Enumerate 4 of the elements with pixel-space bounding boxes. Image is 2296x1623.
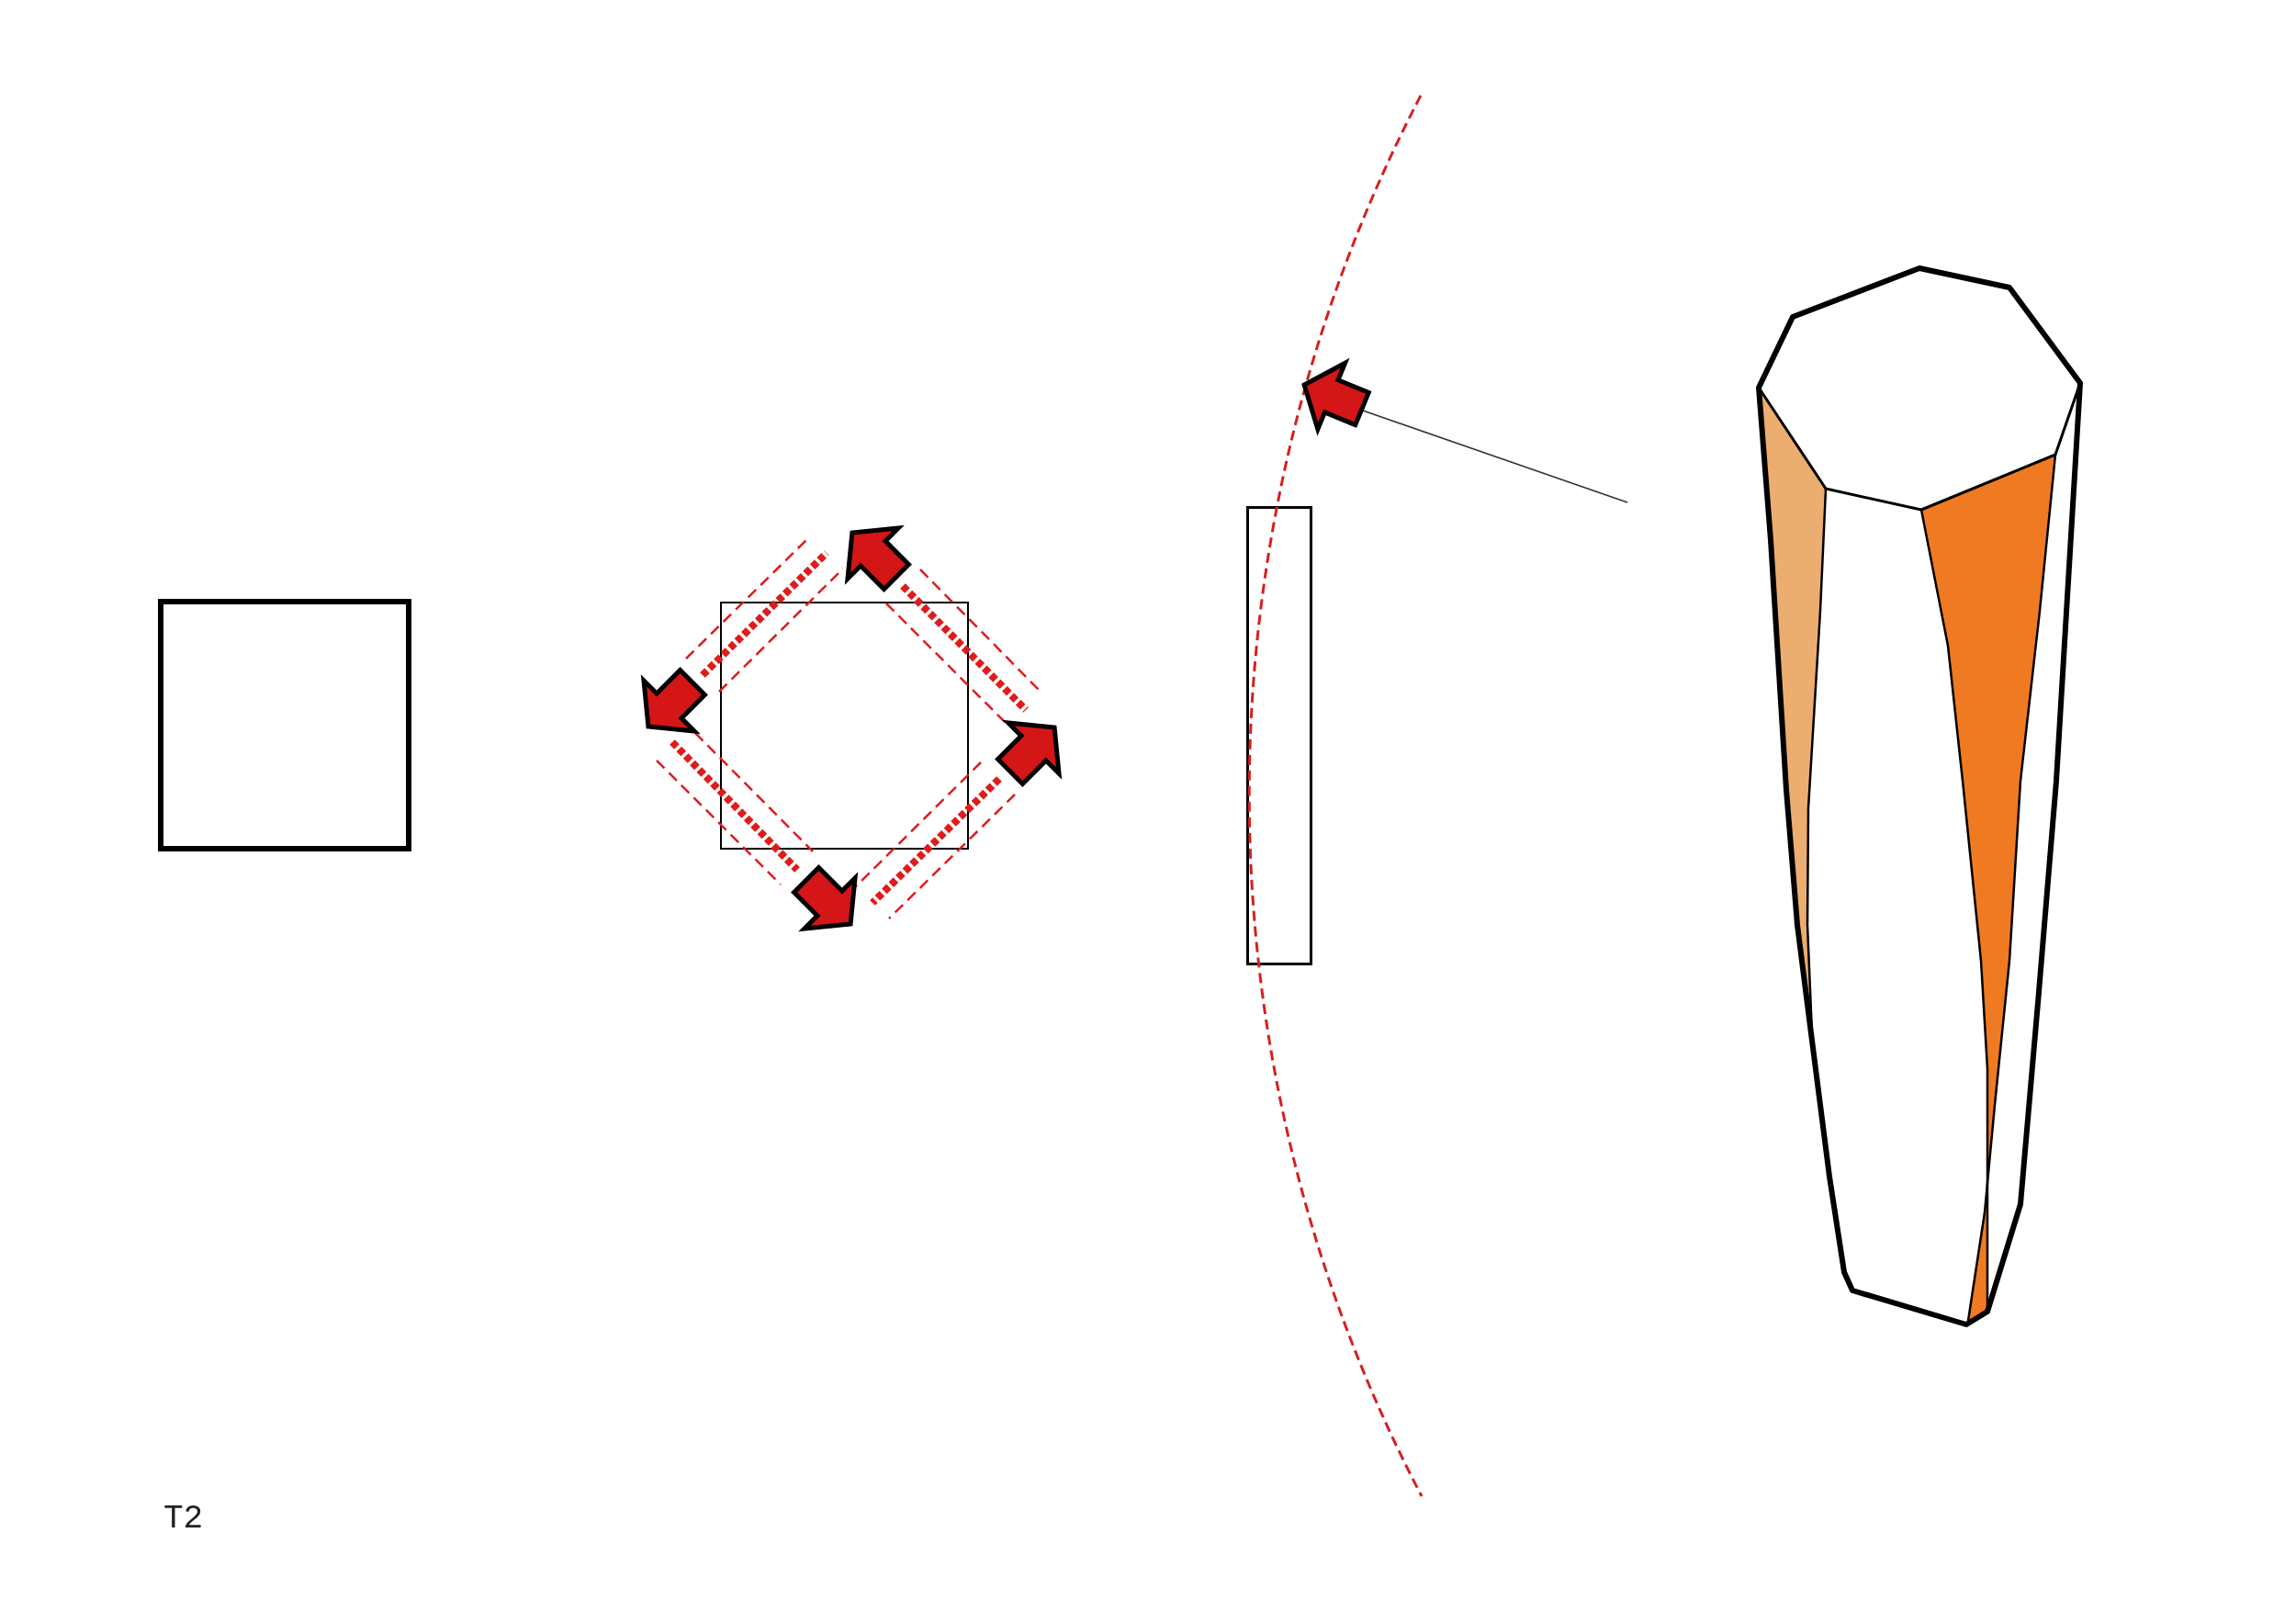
square-outline [158, 599, 411, 851]
square-outline [720, 602, 969, 850]
sheet-label: T2 [163, 1503, 204, 1536]
panel-outline [1246, 506, 1312, 965]
